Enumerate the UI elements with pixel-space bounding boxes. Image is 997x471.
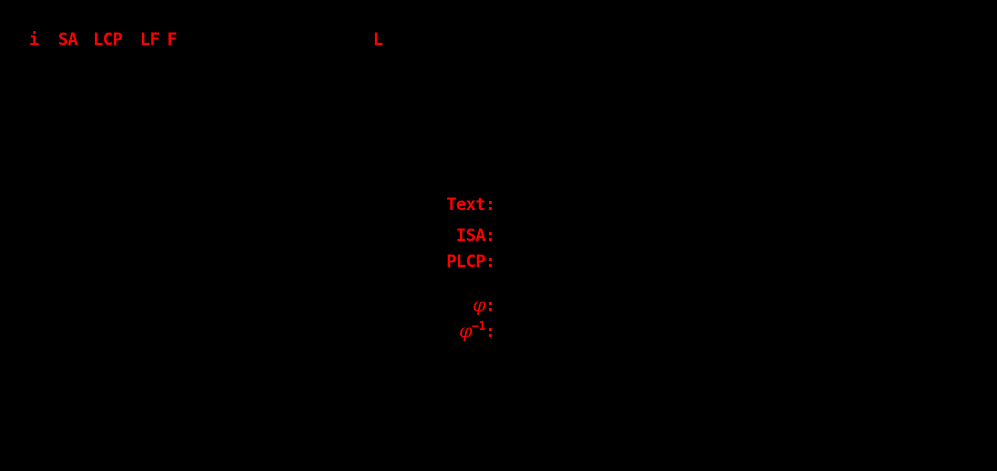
phi-inverse-colon: : bbox=[485, 322, 495, 342]
phi-colon: : bbox=[485, 296, 495, 316]
row-label-text: Text: bbox=[446, 195, 495, 215]
header-f: F bbox=[167, 30, 177, 50]
row-label-phi: φ: bbox=[433, 279, 495, 332]
header-l: L bbox=[373, 30, 383, 50]
phi-inverse-symbol: φ bbox=[458, 320, 472, 342]
header-lcp: LCP bbox=[93, 30, 123, 50]
phi-inverse-exponent: −1 bbox=[471, 319, 486, 333]
row-label-plcp: PLCP: bbox=[446, 252, 495, 272]
row-label-phi-inverse: φ−1: bbox=[420, 305, 496, 358]
header-index: i bbox=[29, 30, 39, 50]
header-lf: LF bbox=[140, 30, 160, 50]
phi-symbol: φ bbox=[472, 294, 486, 316]
row-label-isa: ISA: bbox=[456, 226, 495, 246]
header-suffix-array: SA bbox=[58, 30, 78, 50]
